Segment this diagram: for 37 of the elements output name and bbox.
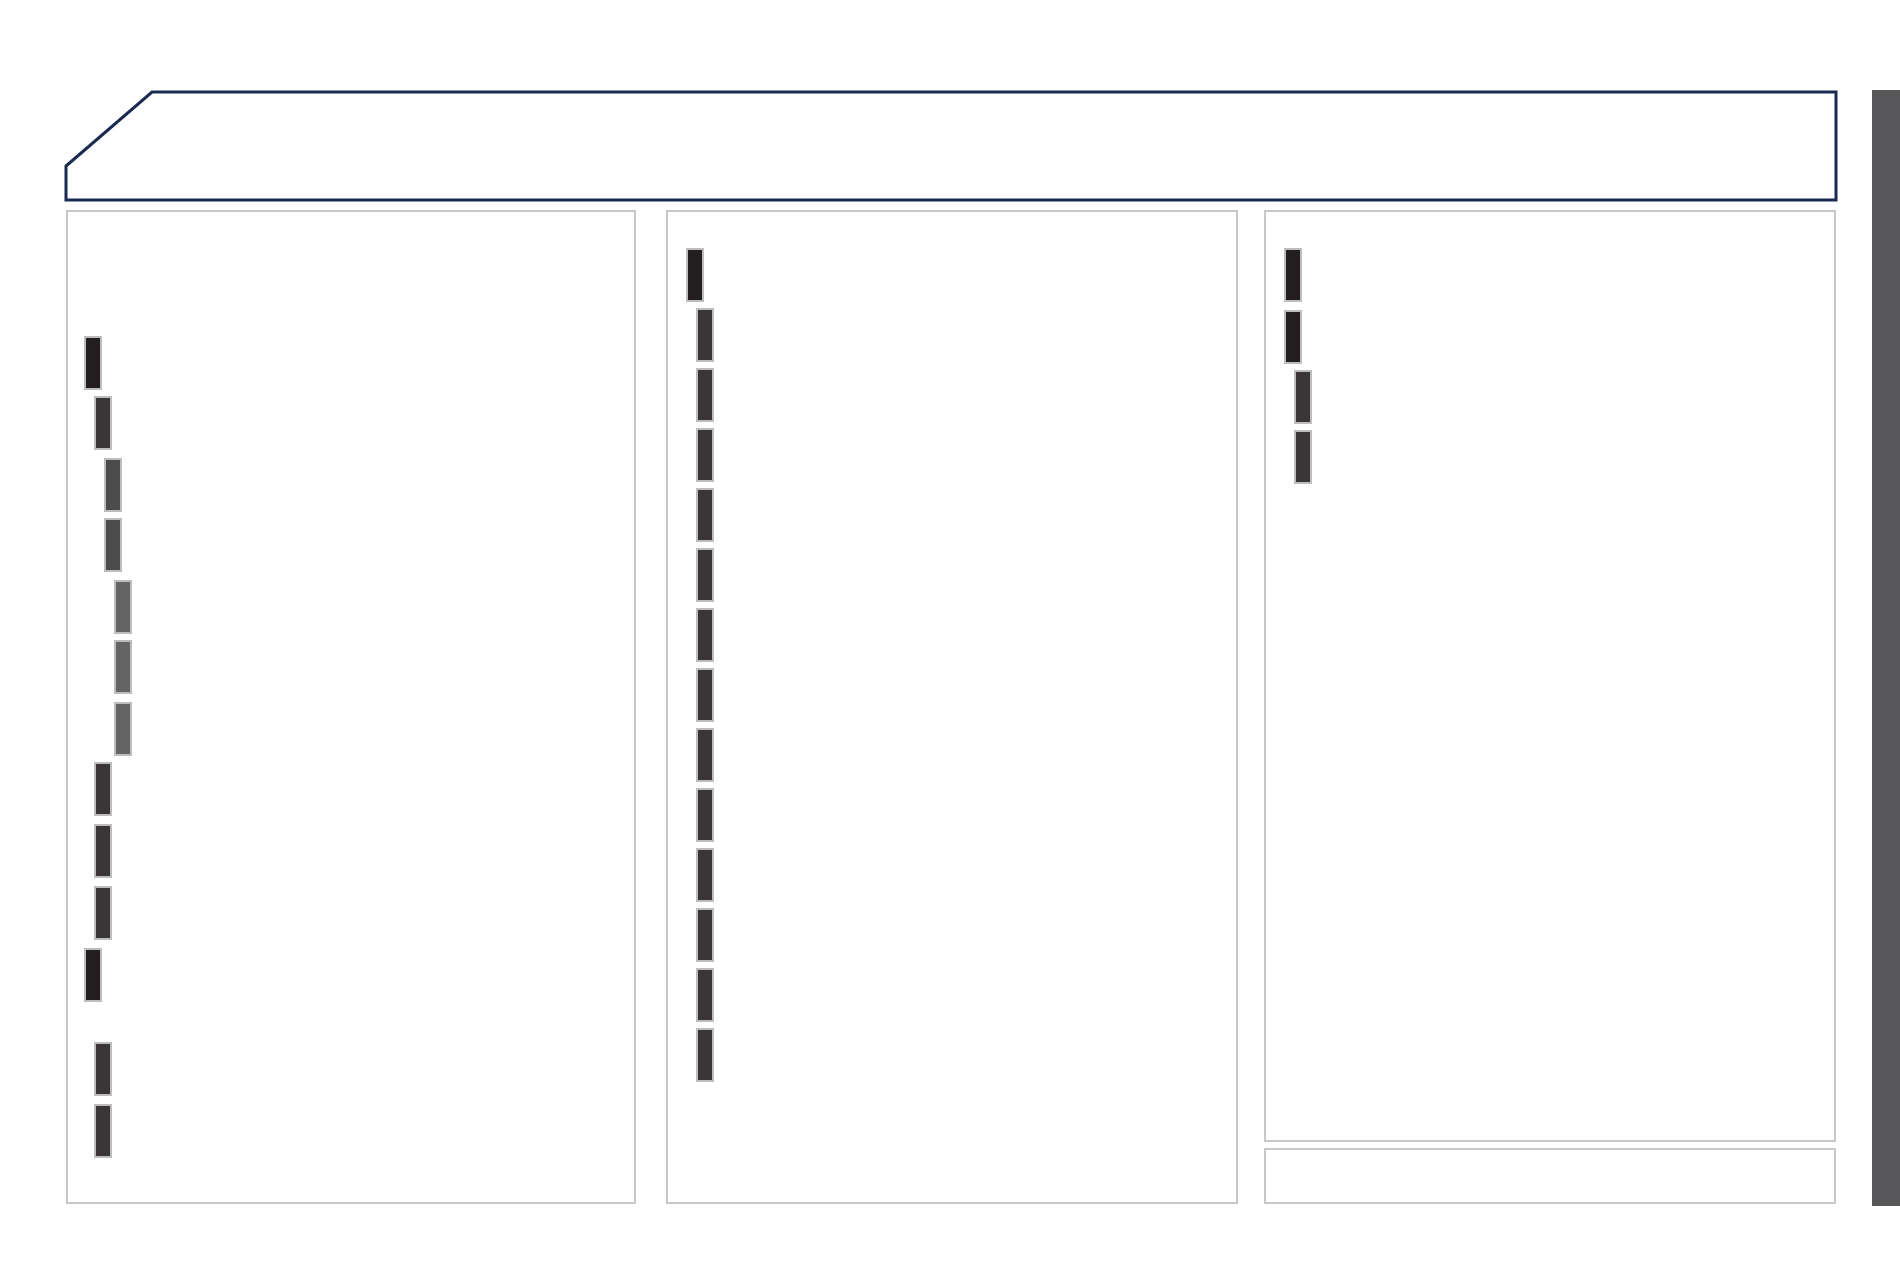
bullet-bar xyxy=(114,640,132,694)
bullet-bar xyxy=(696,488,714,542)
side-tab xyxy=(1872,90,1900,1206)
bullet-bar xyxy=(1294,370,1312,424)
bullet-bar xyxy=(104,518,122,572)
bullet-bar xyxy=(696,1028,714,1082)
bullet-bar xyxy=(696,908,714,962)
header-banner xyxy=(64,90,1838,202)
bullet-bar xyxy=(696,668,714,722)
content-panel xyxy=(66,210,636,1204)
bullet-bar xyxy=(696,728,714,782)
bullet-bar xyxy=(94,1104,112,1158)
bullet-bar xyxy=(114,702,132,756)
bullet-bar xyxy=(94,886,112,940)
bullet-bar xyxy=(1294,430,1312,484)
bullet-bar xyxy=(696,428,714,482)
bullet-bar xyxy=(94,396,112,450)
bullet-bar xyxy=(696,848,714,902)
bullet-bar xyxy=(696,968,714,1022)
bullet-bar xyxy=(696,548,714,602)
bullet-bar xyxy=(1284,248,1302,302)
bullet-bar xyxy=(696,608,714,662)
bullet-bar xyxy=(84,948,102,1002)
bullet-bar xyxy=(686,248,704,302)
bullet-bar xyxy=(696,368,714,422)
bullet-bar xyxy=(696,788,714,842)
content-panel xyxy=(1264,210,1836,1142)
content-panel xyxy=(666,210,1238,1204)
bullet-bar xyxy=(114,580,132,634)
bullet-bar xyxy=(696,308,714,362)
bullet-bar xyxy=(84,336,102,390)
bullet-bar xyxy=(104,458,122,512)
bullet-bar xyxy=(94,824,112,878)
footer-panel xyxy=(1264,1148,1836,1204)
bullet-bar xyxy=(1284,310,1302,364)
bullet-bar xyxy=(94,762,112,816)
bullet-bar xyxy=(94,1042,112,1096)
